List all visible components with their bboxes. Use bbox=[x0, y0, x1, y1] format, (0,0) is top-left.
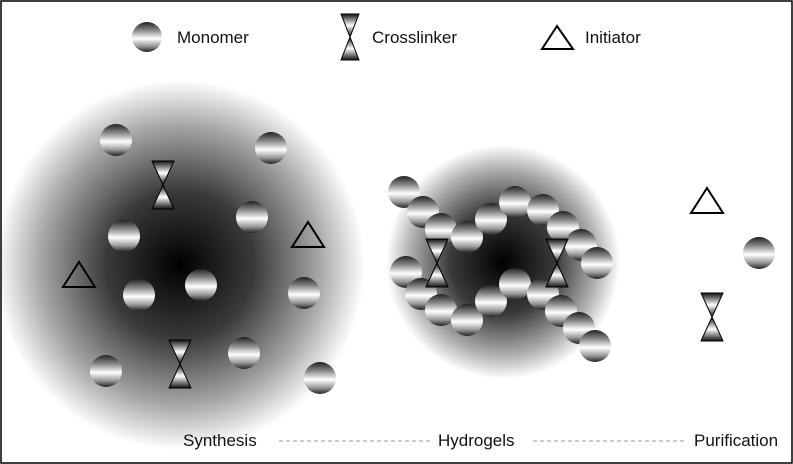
synthesis-monomer bbox=[236, 201, 268, 233]
synthesis-reaction-cloud bbox=[0, 80, 365, 450]
hydrogel-crosslinker-bottom bbox=[425, 261, 449, 288]
synthesis-monomer bbox=[108, 220, 140, 252]
hydrogel-chain-monomer bbox=[388, 176, 420, 208]
hydrogel-chain-monomer bbox=[475, 285, 507, 317]
stage-purification-label: Purification bbox=[694, 431, 778, 450]
monomer-legend-label: Monomer bbox=[177, 28, 249, 47]
hydrogel-chain-monomer bbox=[579, 330, 611, 362]
synthesis-initiator bbox=[290, 220, 326, 248]
synthesis-monomer bbox=[90, 355, 122, 387]
synthesis-crosslinker-top bbox=[168, 339, 192, 366]
crosslinker-legend-icon-top bbox=[340, 13, 360, 39]
synthesis-crosslinker-bottom bbox=[151, 183, 175, 210]
diagram-marks bbox=[61, 124, 775, 394]
synthesis-monomer bbox=[255, 132, 287, 164]
synthesis-monomer bbox=[288, 277, 320, 309]
synthesis-crosslinker-top bbox=[151, 160, 175, 187]
hydrogel-crosslinker-bottom bbox=[545, 261, 569, 288]
purification-monomer bbox=[743, 237, 775, 269]
synthesis-monomer bbox=[123, 279, 155, 311]
synthesis-crosslinker-bottom bbox=[168, 362, 192, 389]
synthesis-crosslinker bbox=[168, 339, 192, 389]
purification-crosslinker bbox=[700, 292, 724, 342]
stage-synthesis-label: Synthesis bbox=[183, 431, 257, 450]
crosslinker-legend-label: Crosslinker bbox=[372, 28, 457, 47]
hydrogel-chain-monomer bbox=[425, 294, 457, 326]
hydrogel-chain-monomer bbox=[451, 304, 483, 336]
purification-crosslinker-bottom bbox=[700, 315, 724, 342]
crosslinker-legend-icon-bottom bbox=[340, 35, 360, 61]
hydrogel-crosslinker bbox=[545, 238, 569, 288]
synthesis-monomer bbox=[185, 269, 217, 301]
initiator-legend-label: Initiator bbox=[585, 28, 641, 47]
hydrogel-chain-monomer bbox=[425, 213, 457, 245]
hydrogel-crosslinker-top bbox=[425, 238, 449, 265]
hydrogel-chain-monomer bbox=[581, 247, 613, 279]
hydrogel-crosslinker-top bbox=[545, 238, 569, 265]
purification-initiator bbox=[689, 186, 725, 214]
stage-hydrogels-label: Hydrogels bbox=[438, 431, 515, 450]
stage-timeline: Synthesis Hydrogels Purification bbox=[183, 431, 778, 450]
initiator-legend-icon bbox=[540, 24, 575, 50]
legend: Monomer Crosslinker Initiator bbox=[132, 13, 641, 61]
synthesis-monomer bbox=[100, 124, 132, 156]
purification-crosslinker-top bbox=[700, 292, 724, 319]
synthesis-monomer bbox=[228, 337, 260, 369]
monomer-legend-icon bbox=[132, 22, 162, 52]
hydrogel-chain-monomer bbox=[499, 186, 531, 218]
hydrogel-chain-monomer bbox=[499, 268, 531, 300]
synthesis-initiator bbox=[61, 260, 97, 288]
synthesis-crosslinker bbox=[151, 160, 175, 210]
hydrogel-chain-monomer bbox=[475, 203, 507, 235]
synthesis-monomer bbox=[304, 362, 336, 394]
hydrogel-chain-monomer bbox=[451, 221, 483, 253]
hydrogel-crosslinker bbox=[425, 238, 449, 288]
